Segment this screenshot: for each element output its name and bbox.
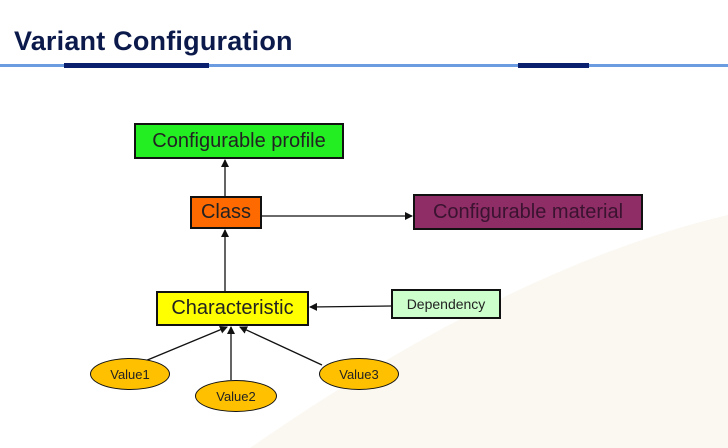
configurable-profile-label: Configurable profile — [152, 129, 326, 152]
value1-node: Value1 — [90, 358, 170, 390]
configurable-material-label: Configurable material — [432, 200, 624, 223]
page-title: Variant Configuration — [14, 26, 293, 56]
value1-to-characteristic-arrow — [144, 325, 228, 362]
title-rule-accent — [64, 63, 209, 68]
value2-node: Value2 — [195, 380, 277, 412]
configurable-profile-node: Configurable profile — [134, 123, 344, 159]
class-label: Class — [200, 201, 251, 223]
value3-node: Value3 — [319, 358, 399, 390]
dependency-label: Dependency — [406, 296, 486, 312]
characteristic-label: Characteristic — [171, 297, 294, 319]
configurable-material-node: Configurable material — [413, 194, 643, 230]
dependency-node: Dependency — [391, 289, 501, 319]
dependency-to-characteristic-arrow — [309, 302, 392, 311]
characteristic-node: Characteristic — [156, 291, 309, 326]
value1-label: Value1 — [110, 366, 150, 382]
class-node: Class — [190, 196, 262, 229]
value2-label: Value2 — [216, 388, 256, 404]
value3-label: Value3 — [339, 366, 379, 382]
title-rule — [0, 64, 728, 67]
title-rule-accent — [518, 63, 589, 68]
value3-to-characteristic-arrow — [239, 326, 323, 366]
